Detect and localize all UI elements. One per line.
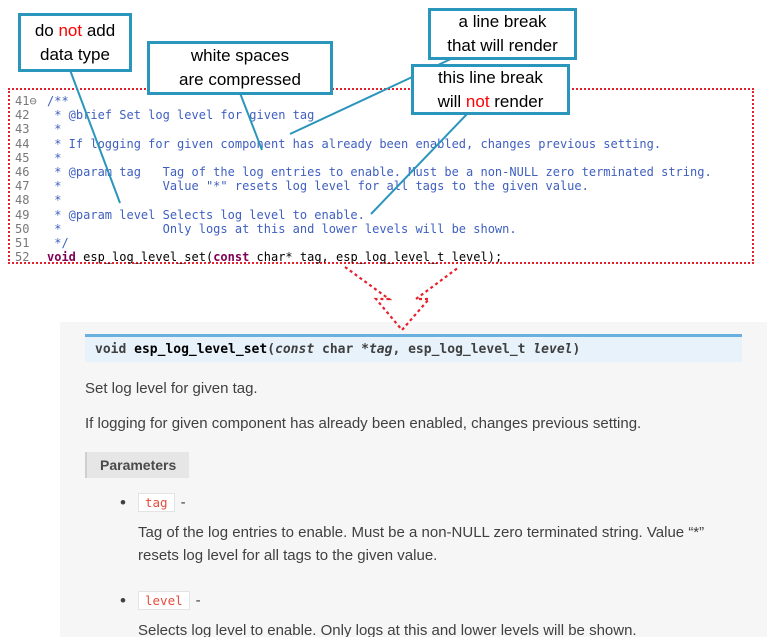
parameter-dash: - — [180, 494, 186, 511]
line-number: 50 — [15, 221, 30, 236]
line-number: 44 — [15, 136, 30, 151]
parameter-item-tag: tag- Tag of the log entries to enable. M… — [120, 493, 737, 568]
code-line: 41⊖/** — [10, 94, 752, 108]
parameter-description: Selects log level to enable. Only logs a… — [138, 621, 637, 637]
line-number: 51 — [15, 236, 30, 251]
parameter-name: level — [138, 590, 190, 610]
line-number: 47 — [15, 179, 30, 194]
code-editor: 41⊖/** 42 * @brief Set log level for giv… — [8, 88, 754, 264]
code-line: 43 * — [10, 122, 752, 136]
parameter-description: Tag of the log entries to enable. Must b… — [138, 524, 705, 565]
line-number: 43 — [15, 122, 30, 137]
line-number: 52 — [15, 250, 30, 265]
code-line: 48 * — [10, 193, 752, 207]
code-line: 49 * @param level Selects log level to e… — [10, 208, 752, 222]
callout-line-break-renders: a line break that will render — [428, 8, 577, 60]
code-line: 50 * Only logs at this and lower levels … — [10, 222, 752, 236]
parameter-dash: - — [195, 591, 201, 609]
line-number: 41⊖ — [15, 94, 37, 108]
line-number: 48 — [15, 193, 30, 208]
brief-description: Set log level for given tag. — [85, 380, 258, 397]
code-line: 47 * Value "*" resets log level for all … — [10, 179, 752, 193]
callout-no-data-type: do not add data type — [18, 13, 132, 72]
parameter-item-level: level- Selects log level to enable. Only… — [120, 590, 737, 637]
parameters-label: Parameters — [85, 452, 190, 478]
parameters-list: tag- Tag of the log entries to enable. M… — [60, 493, 767, 637]
callout-whitespace-compressed: white spaces are compressed — [147, 41, 333, 95]
function-signature: void esp_log_level_set(const char *tag, … — [85, 334, 742, 362]
code-line: 44 * If logging for given component has … — [10, 137, 752, 151]
detailed-description: If logging for given component has alrea… — [85, 415, 642, 432]
code-line: 45 * — [10, 151, 752, 165]
line-number: 49 — [15, 207, 30, 222]
red-down-arrow-icon — [344, 266, 460, 332]
code-line: 42 * @brief Set log level for given tag — [10, 108, 752, 122]
code-line: 51 */ — [10, 236, 752, 250]
callout-line-break-not-render: this line break will not render — [411, 64, 570, 115]
parameter-name: tag — [138, 493, 175, 512]
rendered-docs-panel: void esp_log_level_set(const char *tag, … — [60, 322, 767, 637]
line-number: 46 — [15, 165, 30, 180]
line-number: 42 — [15, 108, 30, 123]
code-line: 46 * @param tag Tag of the log entries t… — [10, 165, 752, 179]
line-number: 45 — [15, 150, 30, 165]
